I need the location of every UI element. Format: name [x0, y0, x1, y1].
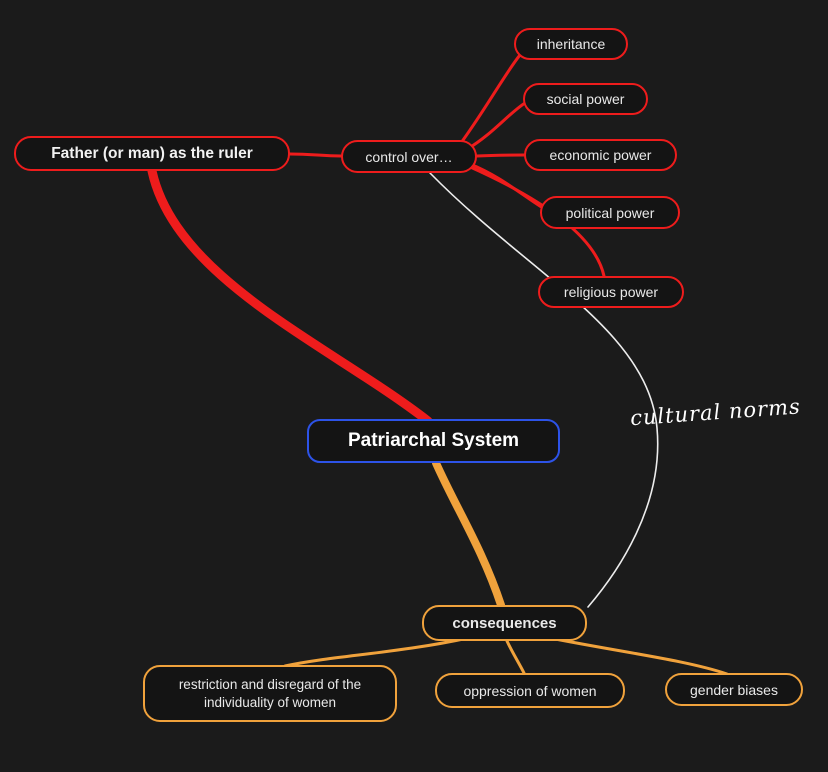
node-father-as-ruler[interactable]: Father (or man) as the ruler: [14, 136, 290, 171]
node-oppression-label: oppression of women: [463, 682, 597, 699]
node-father-label: Father (or man) as the ruler: [51, 144, 253, 162]
edge-consequences-gender: [543, 635, 729, 676]
node-economic-power[interactable]: economic power: [524, 139, 677, 171]
node-social-power[interactable]: social power: [523, 83, 648, 115]
edge-father-control: [288, 152, 343, 158]
node-restriction-label: restriction and disregard of the individ…: [178, 676, 362, 710]
node-patriarchal-system-label: Patriarchal System: [347, 430, 520, 451]
node-religious-power[interactable]: religious power: [538, 276, 684, 308]
edge-consequences-restriction: [283, 636, 470, 668]
node-gender-biases[interactable]: gender biases: [665, 673, 803, 706]
node-social-power-label: social power: [546, 91, 625, 107]
node-oppression-of-women[interactable]: oppression of women: [435, 673, 625, 708]
node-inheritance[interactable]: inheritance: [514, 28, 628, 60]
node-inheritance-label: inheritance: [536, 36, 606, 52]
edge-cultural-norms-curve: [429, 172, 659, 608]
edge-control-inheritance: [456, 53, 522, 149]
node-consequences-label: consequences: [452, 614, 557, 632]
edge-consequences-oppression: [505, 639, 526, 675]
edge-control-social: [464, 101, 527, 152]
node-gender-biases-label: gender biases: [690, 681, 778, 698]
node-restriction-individuality[interactable]: restriction and disregard of the individ…: [143, 665, 397, 722]
edge-father-root: [147, 166, 433, 426]
node-political-power[interactable]: political power: [540, 196, 680, 229]
node-patriarchal-system[interactable]: Patriarchal System: [307, 419, 560, 463]
edge-control-economic: [475, 153, 526, 158]
node-religious-power-label: religious power: [563, 284, 659, 300]
edge-root-consequences: [432, 459, 505, 609]
node-economic-power-label: economic power: [549, 147, 652, 163]
node-political-power-label: political power: [565, 204, 655, 221]
node-control-over[interactable]: control over…: [341, 140, 477, 173]
node-control-label: control over…: [365, 148, 453, 165]
node-consequences[interactable]: consequences: [422, 605, 587, 641]
